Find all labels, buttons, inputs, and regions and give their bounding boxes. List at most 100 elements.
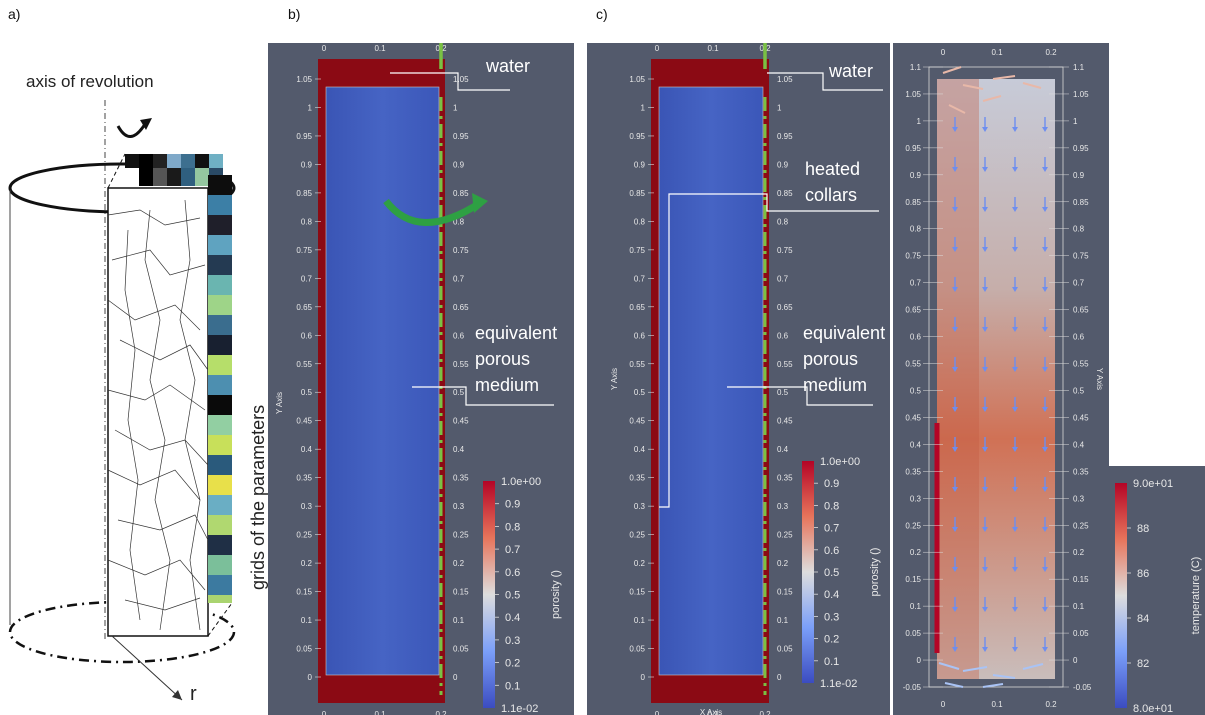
parameter-grid-top bbox=[125, 154, 223, 186]
b-colorbar bbox=[483, 481, 495, 708]
c-cb-top: 1.0e+00 bbox=[820, 456, 860, 468]
c-cb-tick: 0.3 bbox=[824, 611, 839, 623]
d-velocity-arrowhead bbox=[982, 287, 988, 292]
panel-b-epm-line2: porous bbox=[475, 349, 531, 369]
c-ytick-left: 0.85 bbox=[629, 189, 645, 198]
c-epm-leader bbox=[727, 386, 873, 406]
b-ytick-right: 0.05 bbox=[453, 645, 469, 654]
c-xtick-top: 0.1 bbox=[707, 44, 719, 53]
c-ytick-left: 0.65 bbox=[629, 303, 645, 312]
b-ytick-right: 0.2 bbox=[453, 559, 465, 568]
c-ytick-left: 0.75 bbox=[629, 246, 645, 255]
b-ytick-left: 0.25 bbox=[296, 531, 312, 540]
c-ytick-left: 0.95 bbox=[629, 132, 645, 141]
c-cb-tick: 0.2 bbox=[824, 634, 839, 646]
parameter-grid-column bbox=[208, 175, 232, 603]
d-warm-band bbox=[937, 79, 979, 679]
d-ytick-left: 0.75 bbox=[905, 252, 921, 261]
d-ytick-right: 0.4 bbox=[1073, 440, 1085, 449]
c-xtick-bottom: 0 bbox=[655, 710, 660, 715]
c-ytick-right: 0.75 bbox=[777, 246, 793, 255]
b-ytick-right: 0.8 bbox=[453, 217, 465, 226]
d-ytick-left: 0.7 bbox=[910, 279, 922, 288]
d-velocity-arrowhead bbox=[952, 247, 958, 252]
d-velocity-arrowhead bbox=[1012, 647, 1018, 652]
d-velocity-arrowhead bbox=[982, 367, 988, 372]
c-ytick-right: 0.85 bbox=[777, 189, 793, 198]
panel-c-epm-line3: medium bbox=[803, 375, 868, 395]
d-cb-top: 9.0e+01 bbox=[1133, 478, 1173, 490]
b-ytick-right: 0.45 bbox=[453, 417, 469, 426]
panel-b-label: b) bbox=[288, 6, 301, 22]
c-ytick-right: 0.1 bbox=[777, 616, 789, 625]
b-ytick-left: 0.8 bbox=[301, 217, 313, 226]
d-velocity-arrowhead bbox=[982, 487, 988, 492]
c-ytick-right: 0.4 bbox=[777, 445, 789, 454]
c-ytick-right: 0.05 bbox=[777, 645, 793, 654]
d-xtick-bottom: 0.2 bbox=[1045, 700, 1057, 709]
d-ytick-left: 0.45 bbox=[905, 413, 921, 422]
d-ytick-left: 0.5 bbox=[910, 386, 922, 395]
panel-c-water-label: water bbox=[829, 61, 874, 81]
b-cb-tick: 0.2 bbox=[505, 658, 520, 670]
d-ytick-right: 0.1 bbox=[1073, 602, 1085, 611]
c-ytick-left: 1.05 bbox=[629, 75, 645, 84]
d-xtick-top: 0.2 bbox=[1045, 48, 1057, 57]
d-velocity-arrowhead bbox=[982, 447, 988, 452]
panel-c-epm-line1: equivalent bbox=[803, 323, 886, 343]
c-ytick-right: 0.2 bbox=[777, 559, 789, 568]
b-ytick-left: 0.35 bbox=[296, 474, 312, 483]
d-xtick-bottom: 0 bbox=[941, 700, 946, 709]
b-xtick-bottom: 0.1 bbox=[374, 710, 386, 715]
d-swirl-arrow bbox=[1022, 82, 1042, 89]
b-ytick-left: 1 bbox=[308, 103, 313, 112]
b-ytick-left: 0.75 bbox=[296, 246, 312, 255]
c-ytick-right: 0.55 bbox=[777, 360, 793, 369]
r-arrow bbox=[111, 635, 183, 701]
d-ytick-left: -0.05 bbox=[903, 683, 922, 692]
c-ytick-right: 0.7 bbox=[777, 274, 789, 283]
panel-c-plot: 00.050.10.150.20.250.30.350.40.450.50.55… bbox=[610, 43, 883, 715]
d-velocity-arrowhead bbox=[952, 647, 958, 652]
c-ytick-right: 0.8 bbox=[777, 217, 789, 226]
d-velocity-arrowhead bbox=[1012, 487, 1018, 492]
d-ytick-right: 0.5 bbox=[1073, 386, 1085, 395]
d-ytick-left: 0.15 bbox=[905, 575, 921, 584]
c-cb-tick: 0.4 bbox=[824, 589, 839, 601]
d-ytick-right: 0.45 bbox=[1073, 413, 1089, 422]
c-colorbar bbox=[802, 461, 814, 683]
d-ytick-right: 0.85 bbox=[1073, 198, 1089, 207]
c-xtick-top: 0 bbox=[655, 44, 660, 53]
c-ytick-right: 0.35 bbox=[777, 474, 793, 483]
b-ytick-right: 0.85 bbox=[453, 189, 469, 198]
c-ytick-left: 0.35 bbox=[629, 474, 645, 483]
d-domain-outline bbox=[928, 66, 1064, 688]
b-porous-domain bbox=[326, 87, 439, 675]
c-ytick-right: 1.05 bbox=[777, 75, 793, 84]
d-velocity-arrowhead bbox=[1012, 207, 1018, 212]
panel-b-water-label: water bbox=[486, 56, 531, 76]
b-xtick-bottom: 0 bbox=[322, 710, 327, 715]
d-cb-bottom: 8.0e+01 bbox=[1133, 703, 1173, 715]
d-velocity-arrowhead bbox=[1042, 567, 1048, 572]
d-colorbar bbox=[1115, 483, 1127, 708]
panel-a-label: a) bbox=[8, 6, 21, 22]
d-swirl-arrow bbox=[938, 662, 960, 670]
d-ytick-left: 0.85 bbox=[905, 198, 921, 207]
b-porous-outline bbox=[325, 86, 440, 676]
d-ytick-left: 0 bbox=[917, 656, 922, 665]
d-ytick-right: 0.95 bbox=[1073, 144, 1089, 153]
d-velocity-arrowhead bbox=[982, 127, 988, 132]
d-ytick-left: 0.3 bbox=[910, 494, 922, 503]
d-velocity-arrowhead bbox=[1042, 367, 1048, 372]
d-velocity-arrowhead bbox=[1042, 447, 1048, 452]
b-ytick-left: 0.7 bbox=[301, 274, 313, 283]
d-velocity-arrowhead bbox=[982, 647, 988, 652]
c-ytick-right: 0.9 bbox=[777, 160, 789, 169]
b-ytick-right: 0.65 bbox=[453, 303, 469, 312]
c-ytick-right: 0.25 bbox=[777, 531, 793, 540]
panel-b-epm-line1: equivalent bbox=[475, 323, 558, 343]
c-ytick-right: 0.45 bbox=[777, 417, 793, 426]
c-ytick-left: 0.3 bbox=[634, 502, 646, 511]
d-velocity-arrowhead bbox=[1042, 287, 1048, 292]
